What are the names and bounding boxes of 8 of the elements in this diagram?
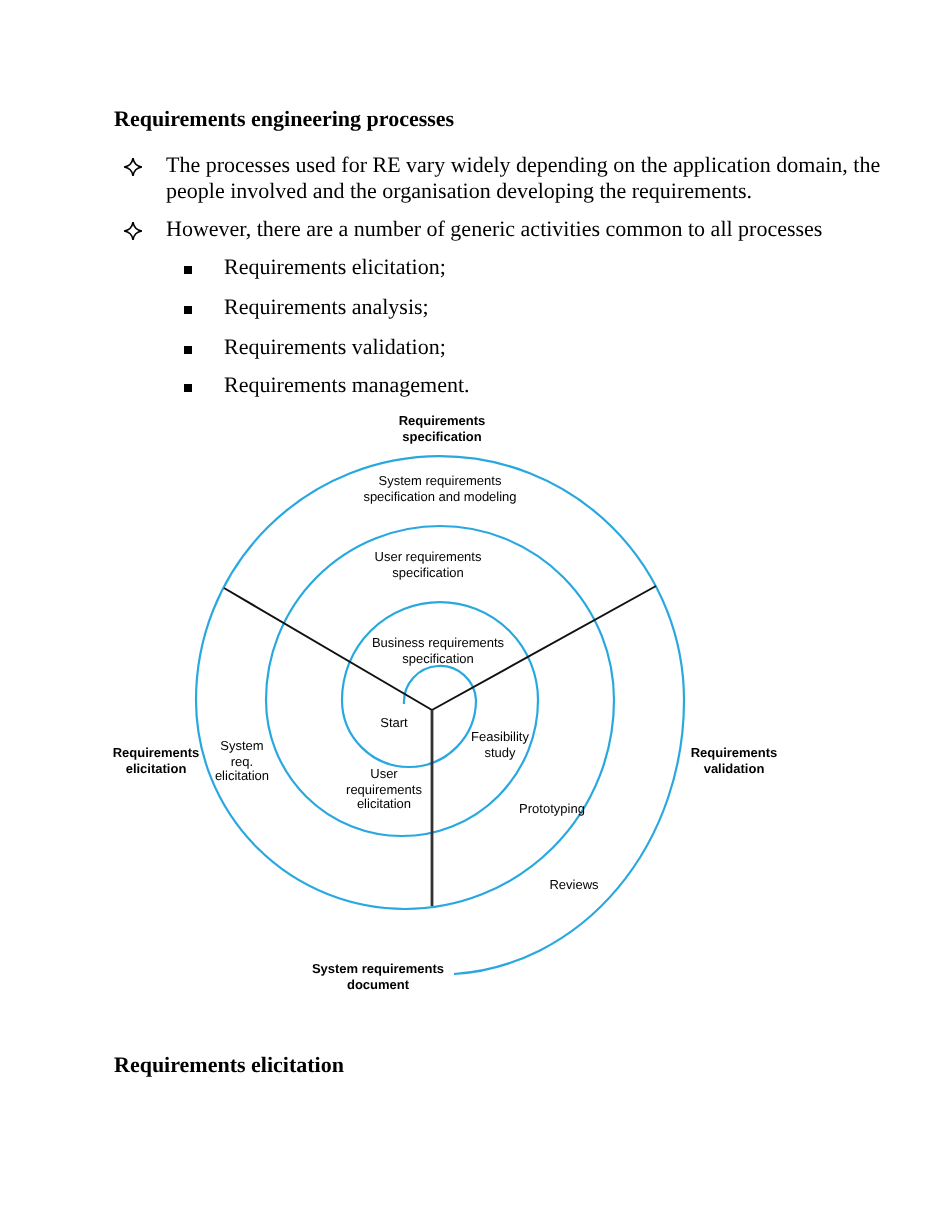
page-heading: Requirements engineering processes bbox=[114, 108, 455, 134]
list-item-text: Requirements analysis; bbox=[224, 296, 429, 322]
bullet-text: However, there are a number of generic activities common to all processes bbox=[166, 218, 825, 244]
bullet-text: The processes used for RE vary widely depending on the application domain, the people involved and the organisation developing the requirements. bbox=[166, 154, 883, 206]
list-item-text: Requirements management. bbox=[224, 374, 470, 400]
list-item-text: Requirements validation; bbox=[224, 336, 446, 362]
section-heading: Requirements elicitation bbox=[114, 1054, 344, 1080]
list-item-text: Requirements elicitation; bbox=[224, 256, 446, 282]
